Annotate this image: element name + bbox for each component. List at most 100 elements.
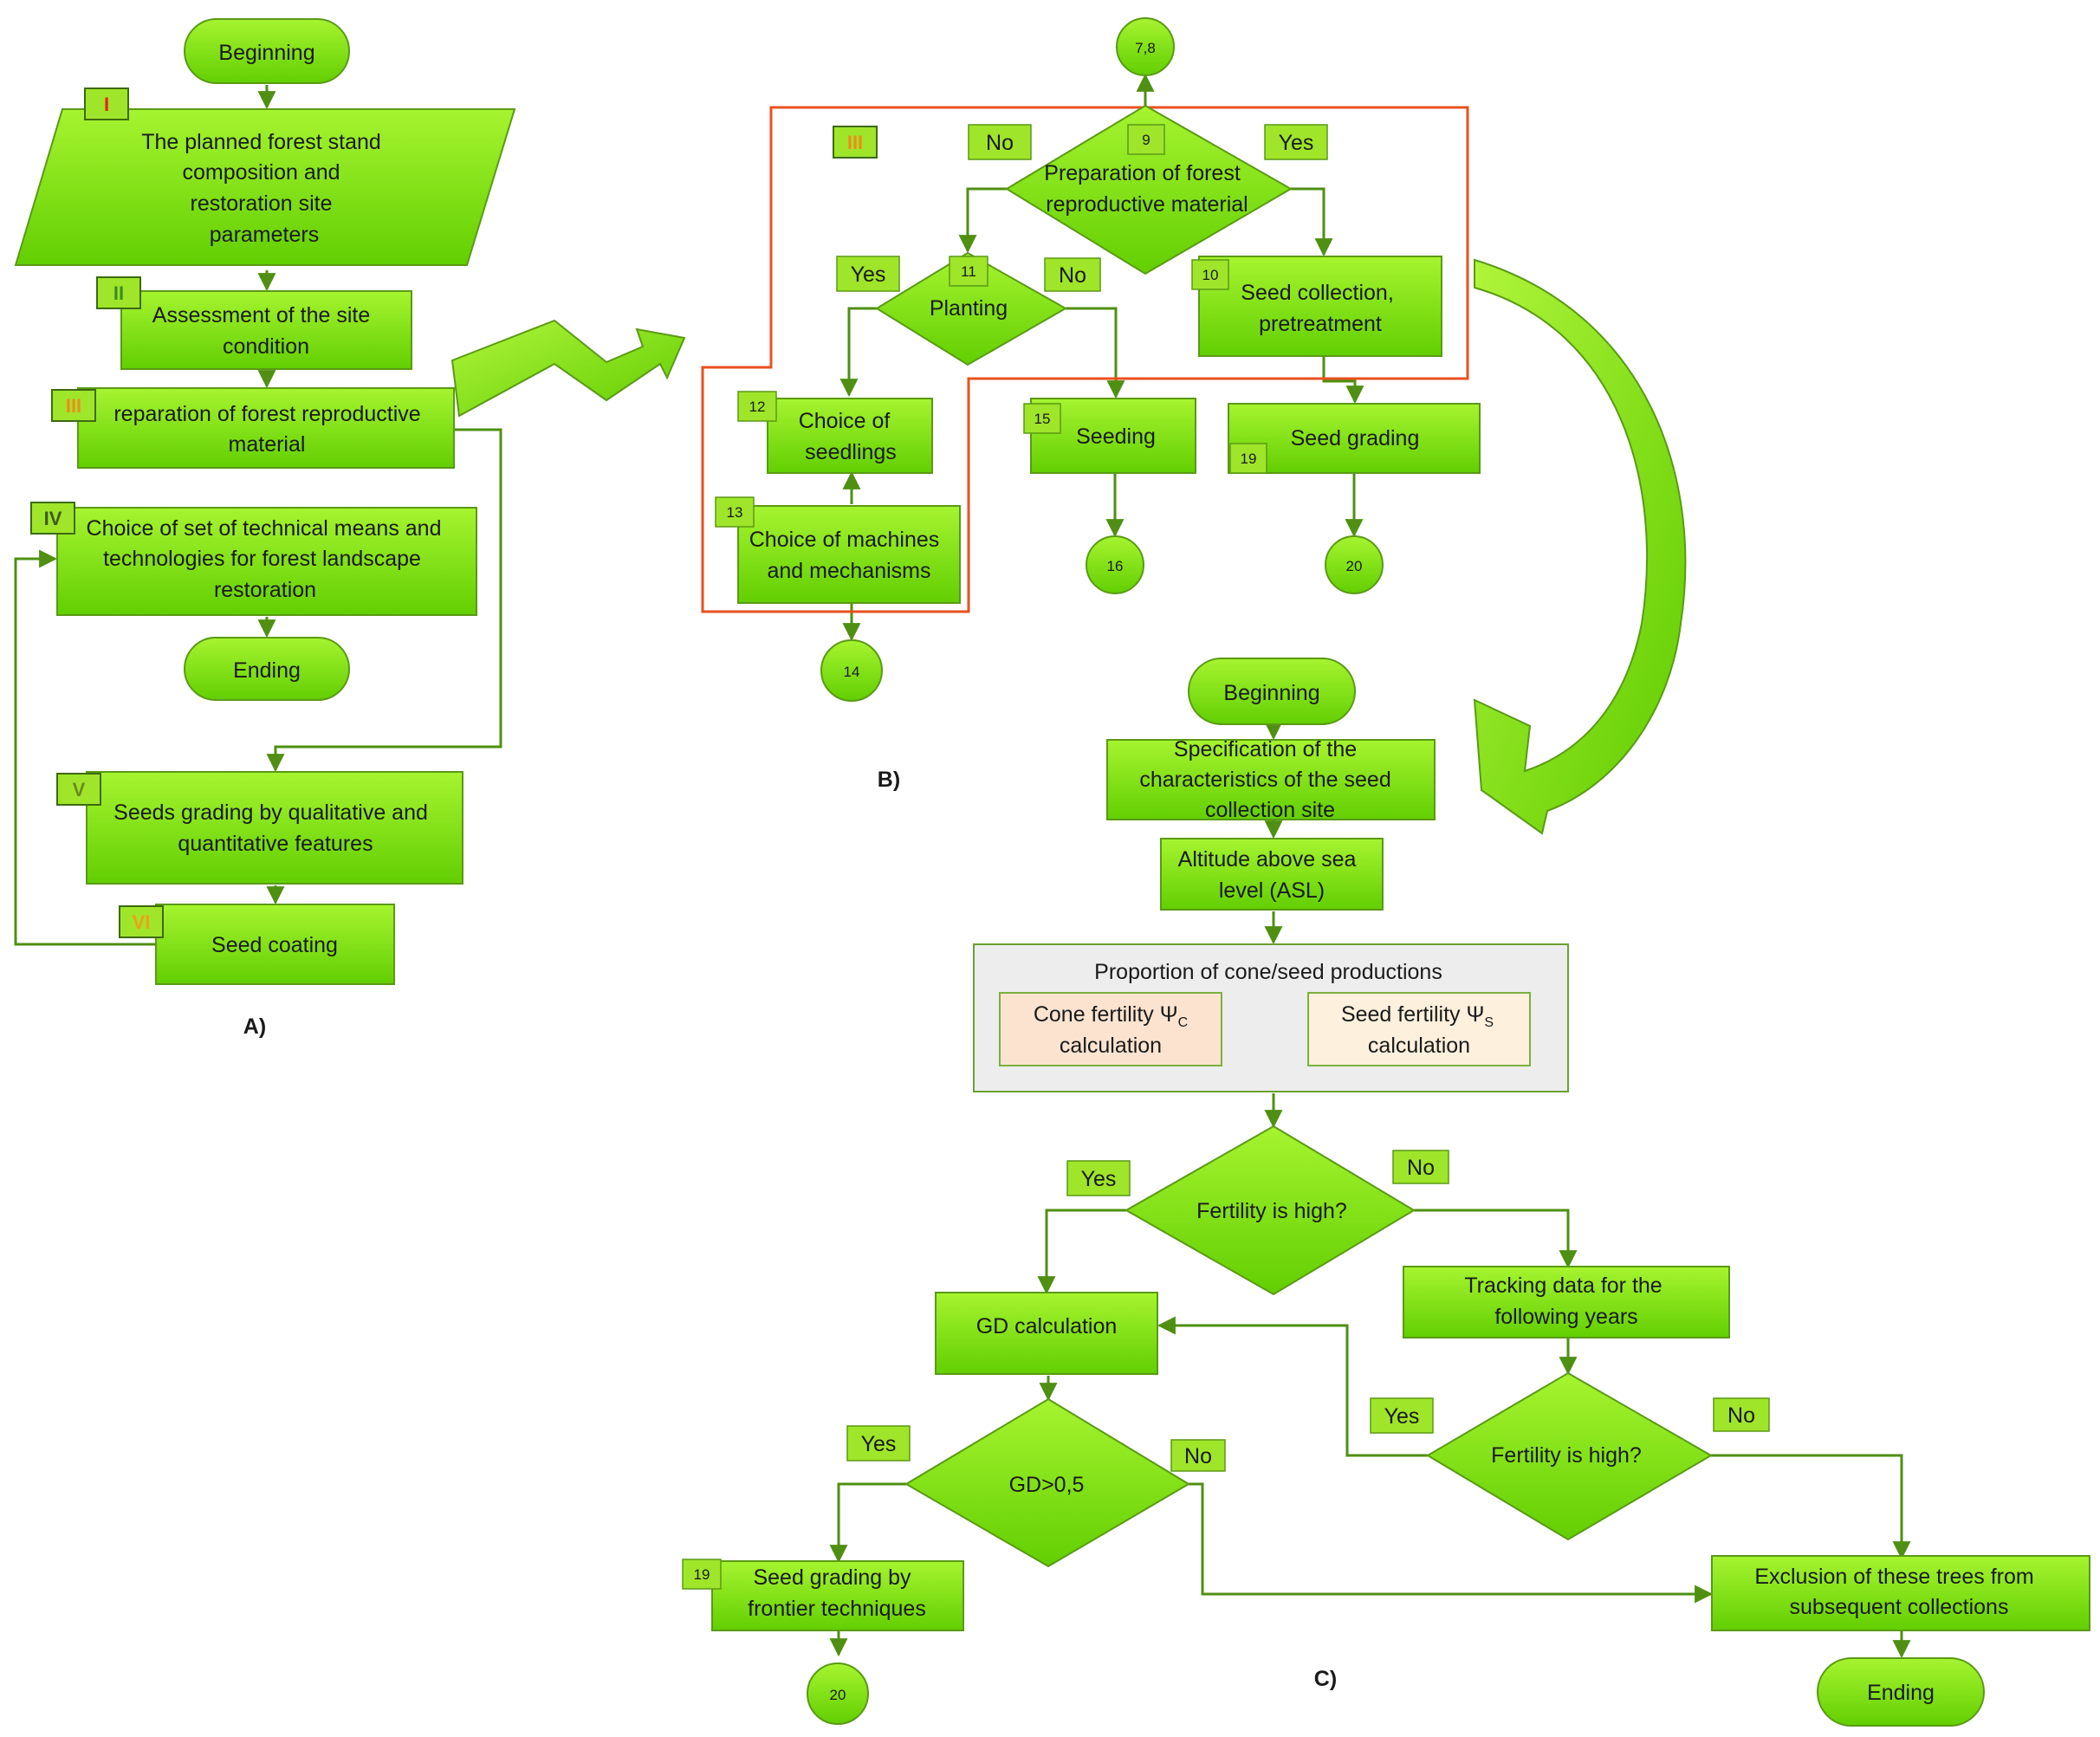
- decision-11-no-tag: [1044, 257, 1101, 292]
- step-4-number-box: [30, 502, 75, 535]
- panel-a: Beginning I The planned forest stand com…: [14, 18, 686, 1039]
- decision-fertility-2: Fertility is high? Yes No: [1370, 1371, 1770, 1541]
- step-5-box: V Seeds grading by qualitative and quant…: [56, 771, 463, 885]
- decision-11-yes-tag: [836, 256, 900, 292]
- step-3-text: reparation of forest reproductive materi…: [113, 402, 426, 457]
- step-5-number: V: [73, 779, 86, 800]
- step-4-box: IV Choice of set of technical means and …: [30, 502, 477, 616]
- gd-no-label: No: [1184, 1444, 1212, 1468]
- seed-grading-frontier-box: 19 Seed grading by frontier techniques: [682, 1559, 964, 1631]
- panel-b: III 7,8 9 Preparation of forest reproduc…: [701, 17, 1687, 835]
- decision-9-text: Preparation of forest reproductive mater…: [1044, 161, 1248, 217]
- decision-fertility-2-text: Fertility is high?: [1491, 1443, 1642, 1468]
- proportion-title: Proportion of cone/seed productions: [1094, 960, 1442, 984]
- box-19-number-box: [1229, 443, 1267, 474]
- box-15-number-box: [1023, 403, 1061, 434]
- box-12: 12 Choice of seedlings: [737, 391, 933, 474]
- cone-fertility-line2: calculation: [1060, 1034, 1162, 1058]
- decision-11-yes-label: Yes: [851, 262, 886, 287]
- box-12-number: 12: [749, 399, 766, 415]
- beginning-c-label: Beginning: [1223, 681, 1319, 705]
- step-4-number: IV: [44, 508, 62, 529]
- panel-b-caption: B): [878, 768, 900, 792]
- connector-7-8-label: 7,8: [1135, 40, 1156, 56]
- fertility-2-no-label: No: [1727, 1403, 1755, 1428]
- connector-7-8: 7,8: [1116, 17, 1175, 76]
- step-3-number-box: [51, 389, 96, 422]
- box-13: 13 Choice of machines and mechanisms: [715, 496, 961, 604]
- ending-label: Ending: [233, 658, 301, 683]
- ending-c-terminal: Ending: [1817, 1657, 1985, 1727]
- panel-a-caption: A): [243, 1014, 266, 1039]
- connector-20-b-label: 20: [1346, 558, 1363, 574]
- step-2-number-box: [96, 276, 141, 309]
- decision-fertility-1-text: Fertility is high?: [1196, 1199, 1347, 1223]
- decision-9-number: 9: [1142, 132, 1150, 148]
- beginning-terminal: Beginning: [184, 18, 350, 84]
- connector-20-b: 20: [1325, 535, 1384, 594]
- fertility-1-no-tag: [1392, 1150, 1449, 1184]
- decision-9-no-tag: [968, 124, 1032, 160]
- gd-no-tag: [1170, 1439, 1226, 1472]
- connector-20-c: 20: [807, 1662, 869, 1725]
- box-19: 19 Seed grading: [1228, 403, 1481, 474]
- box-13-number-box: [715, 496, 755, 528]
- box-12-number-box: [737, 391, 777, 422]
- box-13-text: Choice of machines and mechanisms: [749, 528, 946, 583]
- decision-9-number-box: [1127, 124, 1165, 155]
- spec-box: Specification of the characteristics of …: [1106, 737, 1436, 822]
- stage-iii-frame: [701, 106, 1469, 613]
- ending-c-label: Ending: [1867, 1681, 1935, 1705]
- decision-9: 9 Preparation of forest reproductive mat…: [968, 104, 1328, 275]
- fertility-1-no-label: No: [1407, 1156, 1435, 1180]
- step-6-number-box: [119, 905, 164, 938]
- fertility-2-yes-tag: [1370, 1397, 1434, 1434]
- decision-11: 11 Planting Yes No: [836, 251, 1101, 366]
- seed-grading-text: Seed grading by frontier techniques: [748, 1565, 926, 1621]
- step-3-number: III: [66, 395, 81, 417]
- spec-text: Specification of the characteristics of …: [1139, 737, 1397, 822]
- link-arrow-a-to-b: [450, 319, 686, 418]
- box-15-number: 15: [1034, 411, 1051, 427]
- decision-9-yes-label: Yes: [1279, 131, 1314, 155]
- frame-number: III: [847, 132, 863, 153]
- seed-fertility-line2: calculation: [1368, 1034, 1470, 1058]
- seed-fertility-text: Seed fertility ΨS: [1341, 1002, 1494, 1030]
- cone-fertility-box: Cone fertility ΨC calculation: [999, 992, 1222, 1066]
- exclusion-box: Exclusion of these trees from subsequent…: [1711, 1555, 2090, 1631]
- step-1-text: The planned forest stand composition and…: [141, 130, 387, 247]
- decision-11-no-label: No: [1059, 263, 1086, 288]
- tracking-text: Tracking data for the following years: [1464, 1274, 1668, 1329]
- panel-c: Beginning Specification of the character…: [682, 658, 2090, 1727]
- box-10-text: Seed collection, pretreatment: [1241, 281, 1399, 336]
- connector-14-label: 14: [844, 664, 860, 680]
- connector-16: 16: [1086, 535, 1144, 594]
- gd-yes-tag: [846, 1425, 911, 1462]
- decision-11-text: Planting: [930, 296, 1008, 321]
- decision-11-number-box: [949, 256, 988, 287]
- step-6-number: VI: [133, 911, 151, 933]
- fertility-1-yes-tag: [1066, 1160, 1131, 1196]
- beginning-c-terminal: Beginning: [1188, 658, 1356, 725]
- decision-gd-text: GD>0,5: [1009, 1473, 1085, 1497]
- box-13-number: 13: [727, 504, 743, 521]
- box-19-number: 19: [1241, 450, 1257, 467]
- box-15: 15 Seeding: [1023, 398, 1196, 474]
- fertility-1-yes-label: Yes: [1081, 1167, 1117, 1191]
- exclusion-text: Exclusion of these trees from subsequent…: [1754, 1565, 2039, 1619]
- gd-yes-label: Yes: [861, 1432, 897, 1456]
- panel-c-caption: C): [1314, 1667, 1337, 1691]
- step-3-box: III reparation of forest reproductive ma…: [51, 387, 455, 469]
- decision-gd: GD>0,5 Yes No: [846, 1397, 1226, 1568]
- decision-9-no-label: No: [986, 131, 1014, 155]
- decision-fertility-1: Fertility is high? Yes No: [1066, 1125, 1449, 1296]
- decision-9-yes-tag: [1264, 124, 1328, 160]
- proportion-panel: Proportion of cone/seed productions Cone…: [973, 943, 1569, 1092]
- box-15-text: Seeding: [1076, 425, 1156, 449]
- connectors: [14, 73, 1911, 1659]
- step-2-box: II Assessment of the site condition: [96, 276, 412, 370]
- seed-grading-number: 19: [694, 1566, 710, 1583]
- gd-calculation-box: GD calculation: [935, 1292, 1158, 1375]
- step-2-number: II: [113, 282, 124, 304]
